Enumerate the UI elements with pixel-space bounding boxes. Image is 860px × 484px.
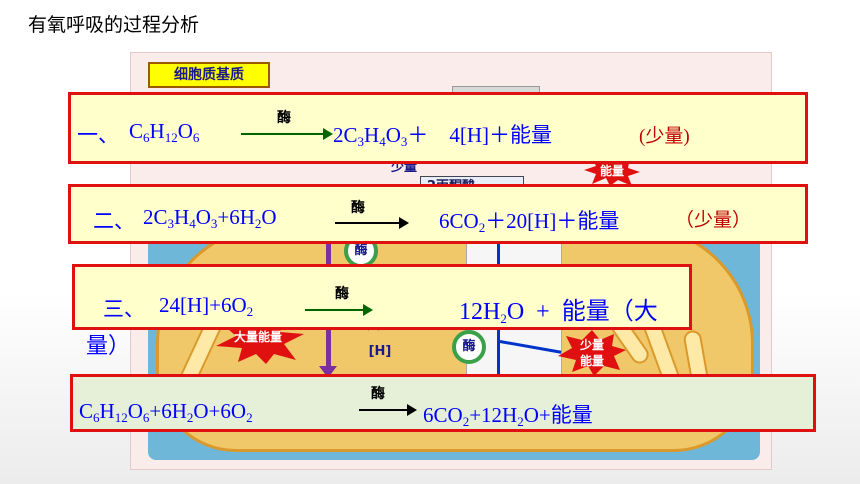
energy-burst-label: 大量能量 xyxy=(233,330,282,344)
energy-burst-icon xyxy=(558,330,626,376)
equation-overflow: 量） xyxy=(86,333,131,358)
reaction-arrow-icon xyxy=(241,128,333,140)
equation-products: 2C3H4O3＋ 4[H]＋能量 xyxy=(333,123,553,149)
equation-total: C6H12O6+6H2O+6O2 酶 6CO2+12H2O+能量 xyxy=(70,374,816,432)
equation-products: 6CO2+12H2O+能量 xyxy=(423,403,593,429)
equation-stage-1: 一、 C6H12O6 酶 2C3H4O3＋ 4[H]＋能量 (少量) xyxy=(68,92,808,164)
equation-reactants: 2C3H4O3+6H2O xyxy=(143,205,277,231)
enzyme-label: 酶 xyxy=(277,110,291,126)
enzyme-label: 酶 xyxy=(351,200,365,216)
equation-note: (少量) xyxy=(639,126,690,147)
equation-prefix: 一、 xyxy=(77,123,119,147)
equation-products: 6CO2＋20[H]＋能量 xyxy=(439,209,620,235)
energy-burst-label: 能量 xyxy=(579,354,604,368)
equation-note: （少量） xyxy=(675,210,752,231)
reaction-arrow-icon xyxy=(305,304,373,316)
energy-burst-icon xyxy=(216,312,304,364)
equation-prefix: 三、 xyxy=(103,297,145,321)
enzyme-label: 酶 xyxy=(371,386,385,402)
reaction-arrow-icon xyxy=(335,217,409,229)
equation-prefix: 二、 xyxy=(93,209,135,233)
energy-burst-label: 能量 xyxy=(599,164,624,178)
energy-burst-label: 少量 xyxy=(579,338,604,352)
equation-reactants: C6H12O6 xyxy=(129,119,200,145)
hydrogen-label: [H] xyxy=(368,344,392,359)
cytoplasm-label: 细胞质基质 xyxy=(148,62,270,88)
enzyme-circle: 酶 xyxy=(452,330,486,364)
equation-reactants: 24[H]+6O2 xyxy=(159,293,254,319)
enzyme-label: 酶 xyxy=(335,286,349,302)
reaction-arrow-icon xyxy=(359,404,417,416)
equation-reactants: C6H12O6+6H2O+6O2 xyxy=(79,399,253,425)
equation-stage-2: 二、 2C3H4O3+6H2O 酶 6CO2＋20[H]＋能量 （少量） xyxy=(68,184,808,244)
equation-products: 12H2O + 能量（大 xyxy=(459,299,658,326)
equation-stage-3: 三、 24[H]+6O2 酶 12H2O + 能量（大 xyxy=(72,264,692,330)
page-title: 有氧呼吸的过程分析 xyxy=(28,14,200,36)
